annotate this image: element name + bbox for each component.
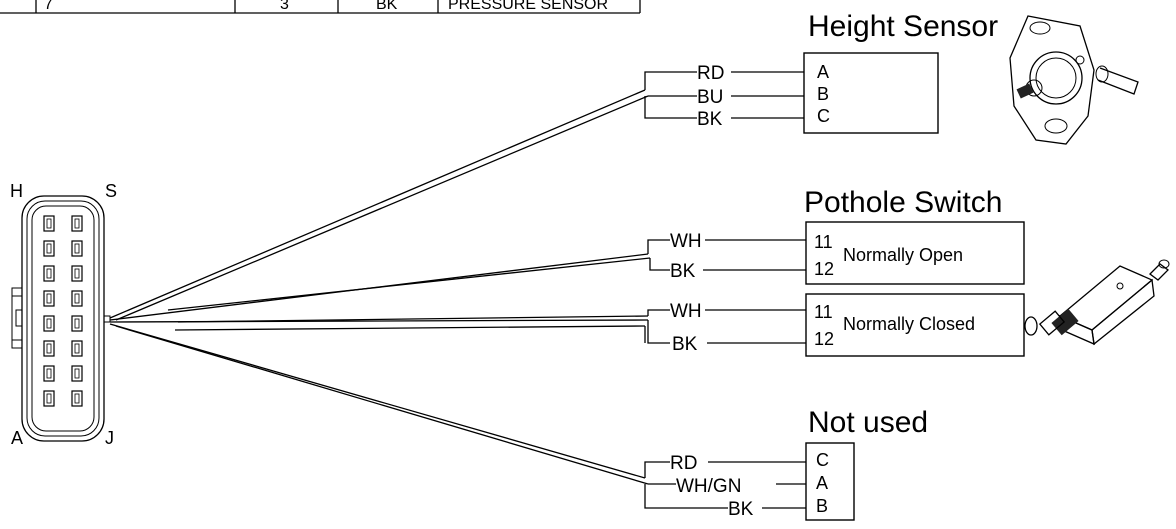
connector-pin: [43, 265, 55, 282]
connector-pin-terminal: [74, 218, 80, 229]
connector-pin: [43, 365, 55, 382]
wire-label: RD: [697, 63, 724, 84]
connector-pin: [71, 290, 83, 307]
pin-label: B: [816, 496, 828, 516]
connector-pin-terminal: [74, 318, 80, 329]
connector-pin: [43, 215, 55, 232]
wire-label: WH/GN: [676, 476, 741, 497]
connector-pin: [71, 265, 83, 282]
connector-pin-terminal: [74, 393, 80, 404]
height-sensor-icon: [1009, 15, 1139, 145]
section-title: Pothole Switch: [804, 186, 1002, 219]
connector-pin: [43, 390, 55, 407]
pin-label: 12: [814, 259, 834, 279]
connector-label: J: [105, 428, 114, 448]
section-title: Not used: [808, 406, 928, 439]
wire-label: WH: [670, 301, 702, 322]
connector-pin-terminal: [74, 243, 80, 254]
connector-pin-terminal: [46, 318, 52, 329]
pothole-switch-icon: [1024, 259, 1170, 346]
table-cell: PRESSURE SENSOR: [448, 0, 608, 13]
connector-pin: [43, 240, 55, 257]
pin-label: 11: [814, 302, 833, 322]
connector-icon: H S A J: [10, 181, 117, 448]
connector-pin-terminal: [74, 293, 80, 304]
connector-pin: [71, 340, 83, 357]
connector-pin-terminal: [46, 393, 52, 404]
connector-pin-terminal: [46, 368, 52, 379]
table-cell: BK: [376, 0, 398, 13]
pin-label: A: [817, 62, 829, 82]
connector-pin: [43, 290, 55, 307]
connector-label: A: [11, 428, 23, 448]
connector-pin-terminal: [74, 343, 80, 354]
connector-label: S: [105, 181, 117, 201]
pin-label: A: [816, 473, 828, 493]
switch-label: Normally Open: [843, 245, 963, 265]
connector-pin: [43, 315, 55, 332]
connector-label: H: [10, 181, 23, 201]
wire-label: BK: [672, 334, 698, 355]
connector-pin: [71, 240, 83, 257]
connector-pin: [43, 340, 55, 357]
harness-wires: [109, 89, 651, 485]
table-cell: 7: [44, 0, 53, 13]
connector-pin-terminal: [46, 343, 52, 354]
connector-pin-terminal: [74, 268, 80, 279]
connector-pin: [71, 390, 83, 407]
connector-pin: [71, 315, 83, 332]
not-used-section: Not used RD WH/GN BK C A B: [644, 406, 928, 521]
switch-label: Normally Closed: [843, 314, 975, 334]
connector-pin-terminal: [46, 243, 52, 254]
table-row: 7 3 BK PRESSURE SENSOR: [0, 0, 641, 14]
connector-pin-terminal: [46, 268, 52, 279]
wire-label: WH: [670, 231, 702, 252]
pin-label: 12: [814, 329, 834, 349]
pin-label: B: [817, 84, 829, 104]
connector-pin-terminal: [46, 218, 52, 229]
wire-label: BK: [728, 499, 754, 520]
pin-label: C: [816, 450, 829, 470]
table-cell: 3: [280, 0, 289, 13]
wire-label: BK: [697, 109, 723, 130]
wire-label: BU: [697, 87, 723, 108]
section-title: Height Sensor: [808, 10, 998, 43]
connector-pin-terminal: [46, 293, 52, 304]
height-sensor-section: Height Sensor RD BU BK A B C: [644, 10, 998, 134]
pin-label: 11: [814, 232, 833, 252]
connector-pin: [71, 365, 83, 382]
pothole-switch-section: Pothole Switch WH BK 11 12 Normally Open…: [644, 186, 1025, 357]
connector-pin-terminal: [74, 368, 80, 379]
wire-label: BK: [670, 261, 696, 282]
connector-pin: [71, 215, 83, 232]
pin-label: C: [817, 106, 830, 126]
wire-label: RD: [670, 453, 697, 474]
